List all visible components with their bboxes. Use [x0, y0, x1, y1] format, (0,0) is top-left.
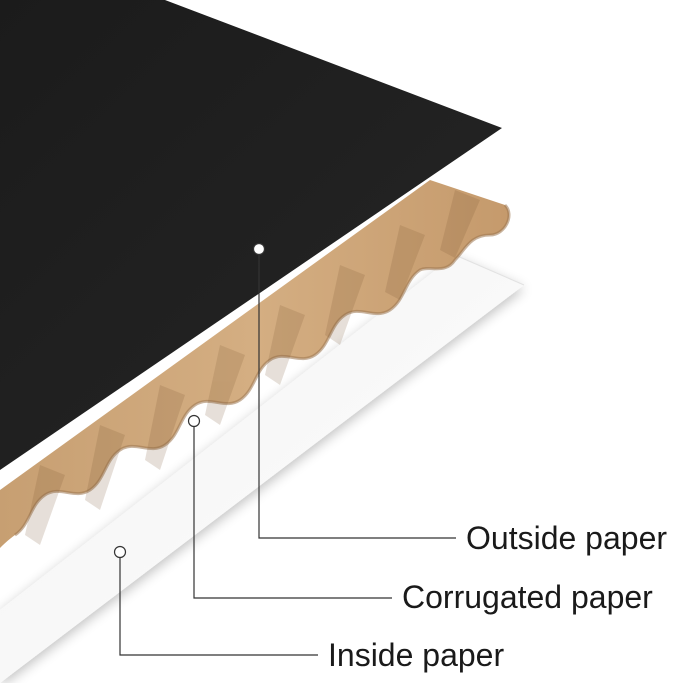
inside-paper-label: Inside paper: [328, 637, 505, 673]
callout-dot-outside: [252, 242, 266, 256]
callout-dot-corrugated: [187, 414, 201, 428]
corrugated-paper-label: Corrugated paper: [402, 579, 653, 615]
corrugated-paper-layer: [0, 180, 510, 548]
callout-line-corrugated: [193, 421, 392, 599]
callout-lines: [119, 249, 456, 656]
callout-dot-inside: [113, 545, 127, 559]
outside-paper-layer: [0, 0, 502, 470]
callout-line-inside: [119, 552, 318, 656]
outside-paper-label: Outside paper: [466, 520, 668, 556]
inside-paper-layer: [0, 255, 524, 683]
callout-line-outside: [258, 249, 456, 539]
corrugated-wave-shadow: [14, 203, 511, 537]
corrugated-flute-shading: [25, 190, 480, 545]
inside-paper-edge: [454, 254, 525, 286]
